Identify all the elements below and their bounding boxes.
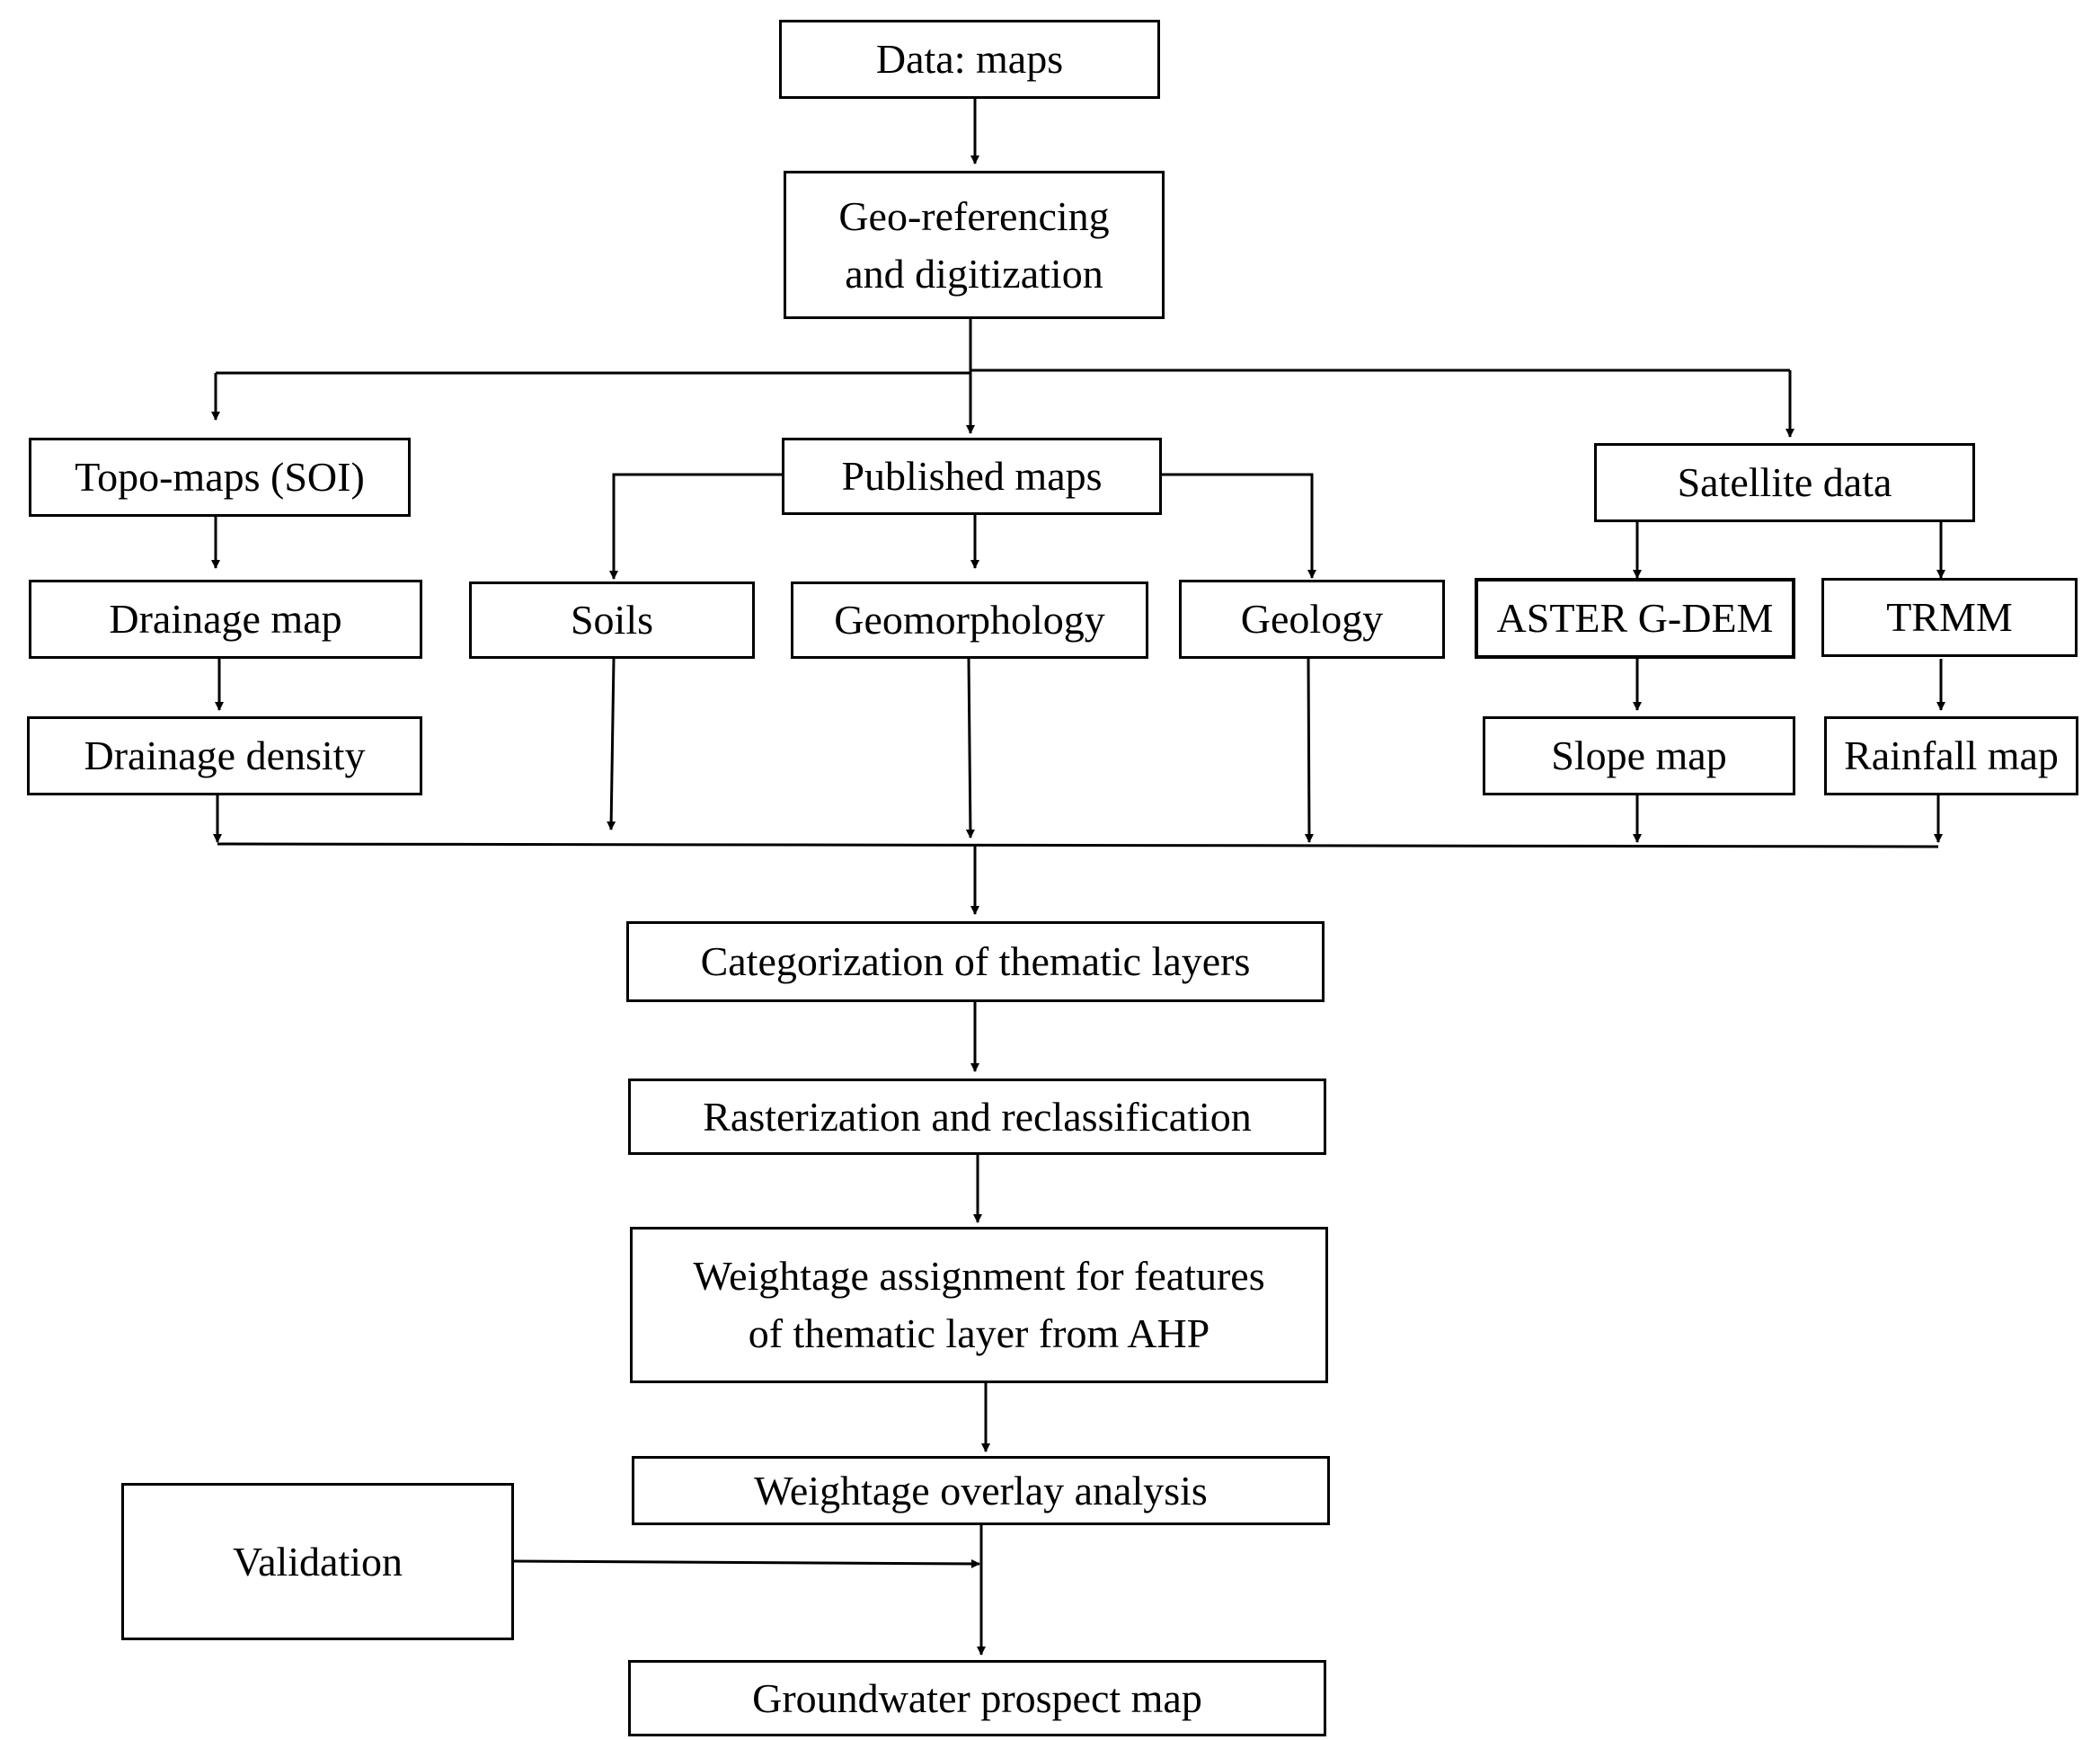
node-published-maps: Published maps	[782, 438, 1162, 515]
arrow-validation-to-overlay	[513, 1558, 980, 1568]
arrow-geomorph-to-bus	[965, 658, 975, 839]
node-rainfall-map: Rainfall map	[1824, 716, 2078, 795]
node-topo-maps: Topo-maps (SOI)	[29, 438, 411, 517]
arrow-geology-to-bus	[1304, 658, 1314, 843]
arrow-published-to-geology	[1162, 473, 1316, 579]
node-drainage-density: Drainage density	[27, 716, 422, 795]
node-satellite-data: Satellite data	[1594, 443, 1975, 522]
node-categorization: Categorization of thematic layers	[626, 921, 1325, 1002]
node-slope-map: Slope map	[1483, 716, 1795, 795]
node-soils: Soils	[469, 581, 755, 659]
node-geology: Geology	[1179, 580, 1445, 659]
node-trmm: TRMM	[1821, 578, 2078, 657]
node-groundwater-map: Groundwater prospect map	[628, 1660, 1326, 1736]
node-weightage-assignment: Weightage assignment for features of the…	[630, 1227, 1328, 1383]
node-validation: Validation	[121, 1483, 514, 1640]
collection-bus	[217, 842, 1939, 848]
node-drainage-map: Drainage map	[29, 580, 422, 659]
node-geo-referencing: Geo-referencing and digitization	[784, 171, 1165, 319]
node-geomorphology: Geomorphology	[791, 581, 1148, 659]
node-data-maps: Data: maps	[779, 20, 1160, 99]
arrow-soils-to-bus	[607, 658, 616, 830]
arrow-published-to-soils	[609, 473, 782, 580]
node-weightage-overlay: Weightage overlay analysis	[632, 1456, 1330, 1525]
node-rasterization: Rasterization and reclassification	[628, 1079, 1326, 1155]
node-aster-gdem: ASTER G-DEM	[1475, 578, 1795, 659]
